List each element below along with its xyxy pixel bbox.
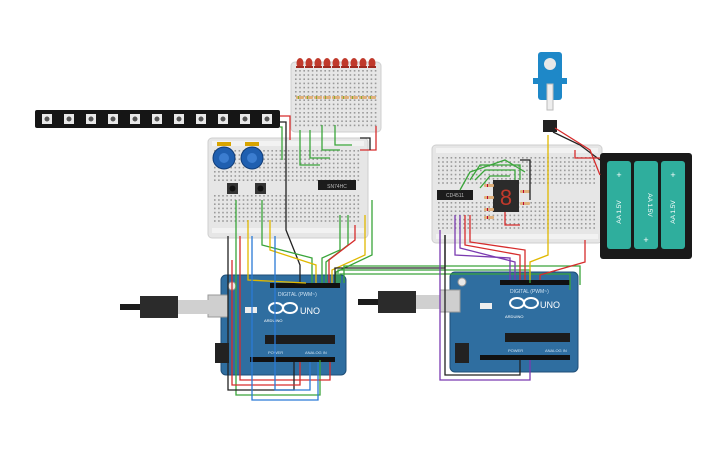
resistor [484, 196, 494, 199]
usb-plug-icon-left [120, 296, 210, 318]
red-led [296, 58, 304, 68]
left-brand-text: ARDUINO [264, 318, 282, 323]
resistor [520, 190, 530, 193]
display-digit: 8 [500, 185, 512, 210]
resistor [520, 202, 530, 205]
left-uno-text: UNO [300, 306, 320, 316]
left-digital-header: DIGITAL (PWM~) [278, 292, 317, 298]
potentiometer-left[interactable] [212, 142, 236, 170]
red-led [350, 58, 358, 68]
battery-pack[interactable]: + + + AA 1.5V AA 1.5V AA 1.5V [600, 153, 692, 259]
battery-3-label: AA 1.5V [670, 200, 677, 224]
pushbutton-left[interactable] [227, 183, 238, 194]
decoder-chip: CD4511 [437, 190, 473, 200]
right-brand-text: ARDUINO [505, 314, 523, 319]
right-analog-label: ANALOG IN [545, 348, 567, 353]
battery-1-plus: + [616, 170, 621, 180]
resistor [314, 96, 322, 99]
resistor [350, 96, 358, 99]
arduino-infinity-icon [268, 302, 298, 314]
red-led [359, 58, 367, 68]
resistor [341, 96, 349, 99]
servo-motor[interactable] [533, 52, 567, 132]
resistor [296, 96, 304, 99]
red-led [368, 58, 376, 68]
resistor [323, 96, 331, 99]
resistor [368, 96, 376, 99]
right-digital-header: DIGITAL (PWM~) [510, 289, 549, 295]
battery-3-plus: + [670, 170, 675, 180]
led-strip[interactable] [35, 110, 280, 128]
pushbutton-right[interactable] [255, 183, 266, 194]
shift-register-chip: SN74HC [318, 180, 356, 190]
red-led [323, 58, 331, 68]
left-analog-label: ANALOG IN [305, 350, 327, 355]
wires [227, 115, 601, 401]
right-uno-text: UNO [540, 300, 560, 310]
arduino-infinity-icon [509, 297, 539, 309]
resistor [359, 96, 367, 99]
resistor [484, 216, 494, 219]
arduino-uno-right[interactable]: DIGITAL (PWM~) UNO ARDUINO POWER ANALOG … [439, 271, 579, 373]
battery-2-label: AA 1.5V [646, 193, 653, 217]
red-led [332, 58, 340, 68]
chip-right-label: CD4511 [446, 193, 464, 199]
led-breadboard[interactable] [290, 58, 382, 133]
chip-left-label: SN74HC [327, 184, 347, 190]
right-power-label: POWER [508, 348, 523, 353]
arduino-uno-left[interactable]: DIGITAL (PWM~) UNO ARDUINO POWER ANALOG … [207, 274, 347, 376]
seven-segment-display: 8 [493, 180, 519, 212]
usb-plug-icon-right [358, 291, 444, 313]
battery-1-label: AA 1.5V [616, 200, 623, 224]
resistor [332, 96, 340, 99]
resistor [484, 184, 494, 187]
resistor [484, 208, 494, 211]
red-led [314, 58, 322, 68]
resistor [305, 96, 313, 99]
red-led [305, 58, 313, 68]
battery-2-plus: + [643, 235, 648, 245]
potentiometer-right[interactable] [240, 142, 264, 170]
red-led [341, 58, 349, 68]
